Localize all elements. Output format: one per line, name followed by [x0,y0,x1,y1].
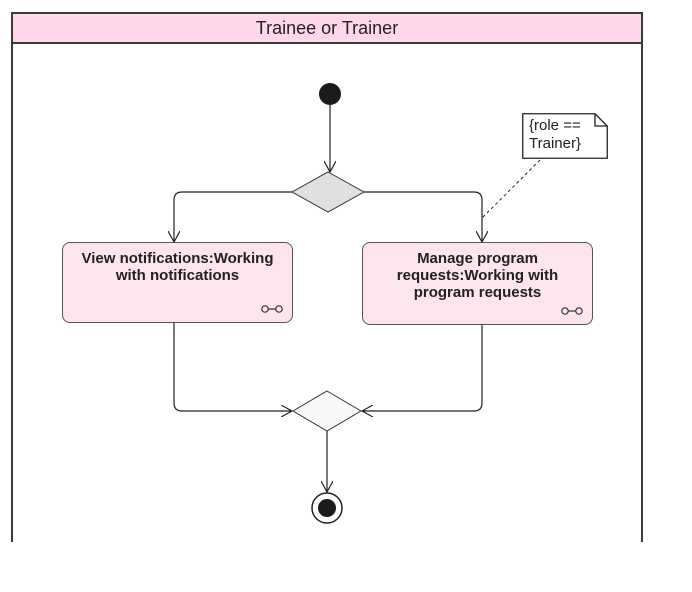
initial-node[interactable] [319,83,341,105]
action-view-notifications[interactable]: View notifications:Working with notifica… [62,242,293,323]
note-text: {role == Trainer} [529,117,581,153]
merge-node[interactable] [292,390,362,432]
call-behavior-icon [561,307,583,315]
flow-decision-to-manage-requests [364,191,482,242]
note-anchor [481,159,541,219]
swimlane-header: Trainee or Trainer [13,14,641,44]
action-label: View notifications:Working with notifica… [81,250,274,284]
action-label: Manage program requests:Working with pro… [396,250,559,301]
call-behavior-icon [261,305,283,313]
guard-note[interactable] [522,113,608,159]
final-node[interactable] [318,499,336,517]
swimlane: Trainee or Trainer [11,12,643,542]
note-line-1: {role == [529,117,581,134]
flow-manage-requests-to-merge [362,324,483,411]
action-manage-program-requests[interactable]: Manage program requests:Working with pro… [362,242,593,325]
flow-decision-to-view-notifications [174,191,292,242]
decision-node[interactable] [290,171,366,213]
swimlane-title: Trainee or Trainer [255,17,399,38]
flow-view-notifications-to-merge [173,322,292,411]
note-line-2: Trainer} [529,135,581,152]
